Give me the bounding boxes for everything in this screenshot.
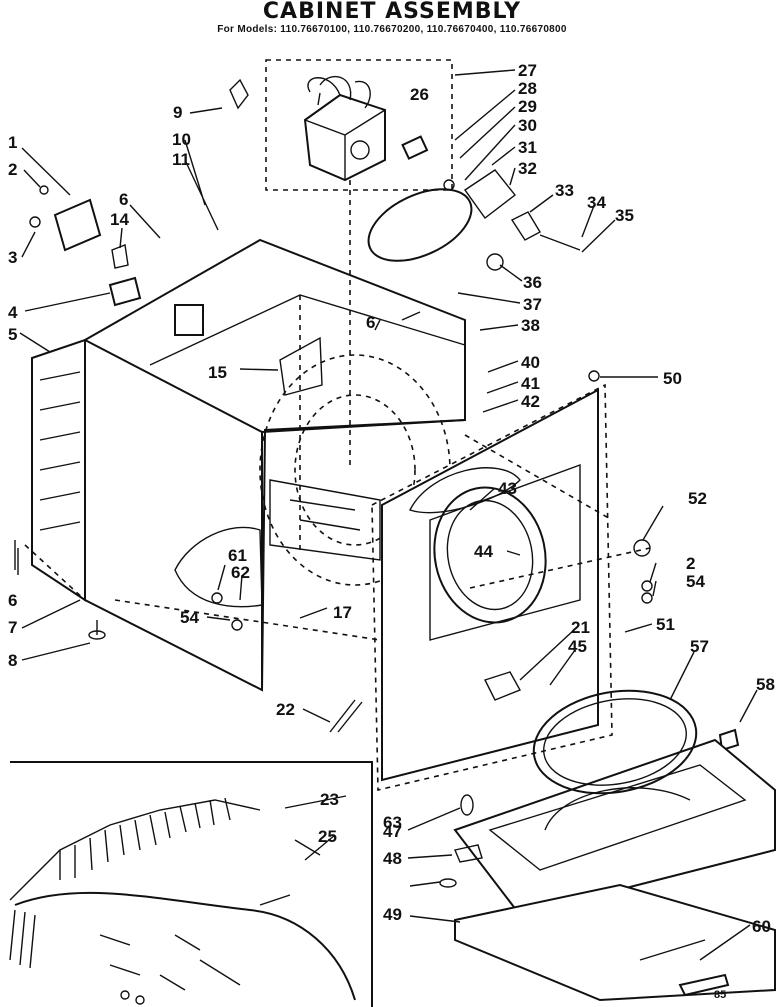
callout-62: 62 [231, 563, 250, 582]
callout-6: 6 [8, 591, 17, 610]
callout-52: 52 [688, 489, 707, 508]
callout-2b: 2 [686, 554, 695, 573]
callout-29: 29 [518, 97, 537, 116]
callout-57: 57 [690, 637, 709, 656]
callout-48: 48 [383, 849, 402, 868]
callout-58: 58 [756, 675, 775, 694]
callout-7: 7 [8, 618, 17, 637]
callout-labels: 1 2 3 4 5 6 7 8 9 10 11 14 15 17 21 22 2… [8, 61, 775, 936]
callout-43: 43 [498, 479, 517, 498]
cabinet-body [31, 238, 466, 692]
callout-54: 54 [686, 572, 705, 591]
callout-30: 30 [518, 116, 537, 135]
callout-15: 15 [208, 363, 227, 382]
callout-6b: 6 [119, 190, 128, 209]
callout-28: 28 [518, 79, 537, 98]
callout-26: 26 [410, 85, 429, 104]
callout-1: 1 [8, 133, 17, 152]
callout-6c: 6 [366, 313, 375, 332]
callout-10: 10 [172, 130, 191, 149]
callout-50: 50 [663, 369, 682, 388]
wiring-harness-inset [9, 761, 373, 1007]
callout-14: 14 [110, 210, 129, 229]
diagram-title: CABINET ASSEMBLY [262, 0, 522, 24]
callout-45: 45 [568, 637, 587, 656]
callout-42: 42 [521, 392, 540, 411]
callout-36: 36 [523, 273, 542, 292]
models-subtitle: For Models: 110.76670100, 110.76670200, … [217, 24, 567, 35]
callout-60: 60 [752, 917, 771, 936]
callout-41: 41 [521, 374, 540, 393]
callout-44: 44 [474, 542, 493, 561]
callout-23: 23 [320, 790, 339, 809]
callout-34: 34 [587, 193, 606, 212]
callout-51: 51 [656, 615, 675, 634]
top-panel [453, 689, 776, 1002]
callout-61: 61 [228, 546, 247, 565]
callout-49: 49 [383, 905, 402, 924]
callout-38: 38 [521, 316, 540, 335]
drive-belt [367, 188, 473, 262]
callout-22: 22 [276, 700, 295, 719]
callout-63: 63 [383, 813, 402, 832]
leader-lines [17, 69, 758, 961]
callout-27: 27 [518, 61, 537, 80]
callout-4: 4 [8, 303, 18, 322]
callout-11: 11 [172, 150, 190, 169]
callout-25: 25 [318, 827, 337, 846]
callout-54b: 54 [180, 608, 199, 627]
callout-5: 5 [8, 325, 17, 344]
callout-17: 17 [333, 603, 352, 622]
front-panel [371, 383, 613, 792]
callout-3: 3 [8, 248, 17, 267]
callout-8: 8 [8, 651, 17, 670]
callout-2: 2 [8, 160, 17, 179]
page-code: 85 [714, 989, 726, 1001]
motor-inset-box [229, 59, 453, 191]
callout-33: 33 [555, 181, 574, 200]
callout-40: 40 [521, 353, 540, 372]
callout-47: 47 [383, 822, 402, 841]
callout-37: 37 [523, 295, 542, 314]
callout-9: 9 [173, 103, 182, 122]
callout-32: 32 [518, 159, 537, 178]
callout-21: 21 [571, 618, 590, 637]
callout-35: 35 [615, 206, 634, 225]
callout-31: 31 [518, 138, 537, 157]
